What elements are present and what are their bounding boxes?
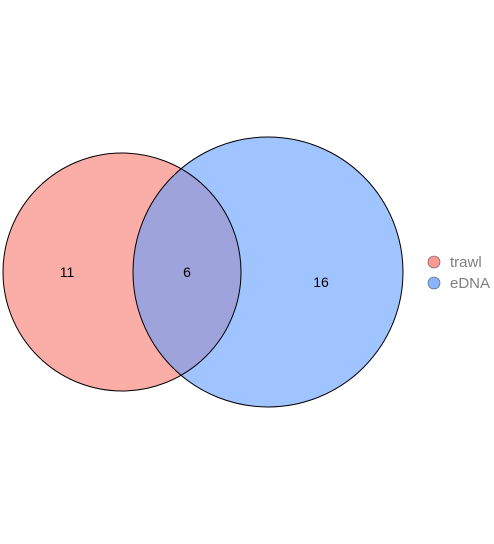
legend-key-trawl xyxy=(427,255,441,269)
region-count-labels: 11 6 16 xyxy=(60,264,329,290)
region-count-edna: 16 xyxy=(313,274,329,290)
set-circle-edna xyxy=(133,137,403,407)
legend: trawl eDNA xyxy=(427,254,490,292)
set-circles xyxy=(2,136,404,408)
legend-key-edna xyxy=(427,276,441,290)
region-count-trawl: 11 xyxy=(60,264,75,280)
set-outline-edna xyxy=(132,136,404,408)
legend-label-trawl: trawl xyxy=(450,254,482,271)
region-count-trawl-edna: 6 xyxy=(183,264,191,280)
legend-label-edna: eDNA xyxy=(450,275,490,292)
set-outline-trawl xyxy=(2,152,242,392)
